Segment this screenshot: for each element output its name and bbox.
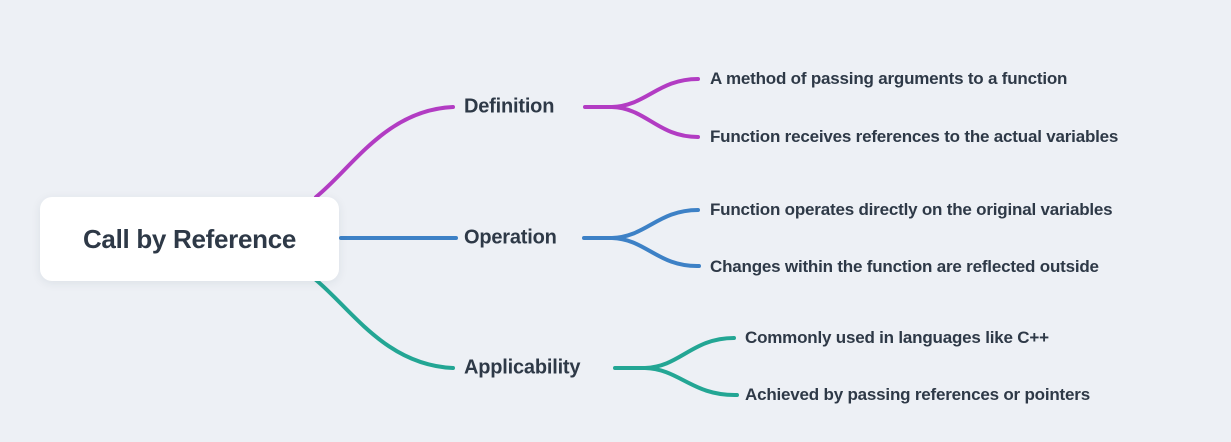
connector-definition-child-1: [610, 77, 700, 109]
branch-node-definition[interactable]: Definition: [464, 95, 555, 118]
connector-applicability-child-2: [643, 366, 739, 398]
branch-node-operation[interactable]: Operation: [464, 226, 557, 249]
connector-applicability-child-1: [643, 336, 736, 370]
branch-node-applicability[interactable]: Applicability: [464, 356, 581, 379]
leaf-node-operation-1[interactable]: Function operates directly on the origin…: [710, 200, 1113, 219]
leaf-node-operation-2[interactable]: Changes within the function are reflecte…: [710, 257, 1099, 276]
leaf-node-definition-1[interactable]: A method of passing arguments to a funct…: [710, 69, 1068, 88]
connector-operation-child-2: [610, 236, 701, 269]
leaf-node-applicability-2[interactable]: Achieved by passing references or pointe…: [745, 385, 1090, 404]
leaf-node-definition-2[interactable]: Function receives references to the actu…: [710, 127, 1119, 146]
connector-definition-child-2: [610, 105, 700, 139]
connector-root-applicability: [314, 278, 455, 370]
root-node[interactable]: Call by Reference: [40, 197, 339, 281]
leaf-node-applicability-1[interactable]: Commonly used in languages like C++: [745, 328, 1049, 347]
connector-root-definition: [314, 105, 455, 199]
connector-operation-child-1: [610, 208, 700, 240]
